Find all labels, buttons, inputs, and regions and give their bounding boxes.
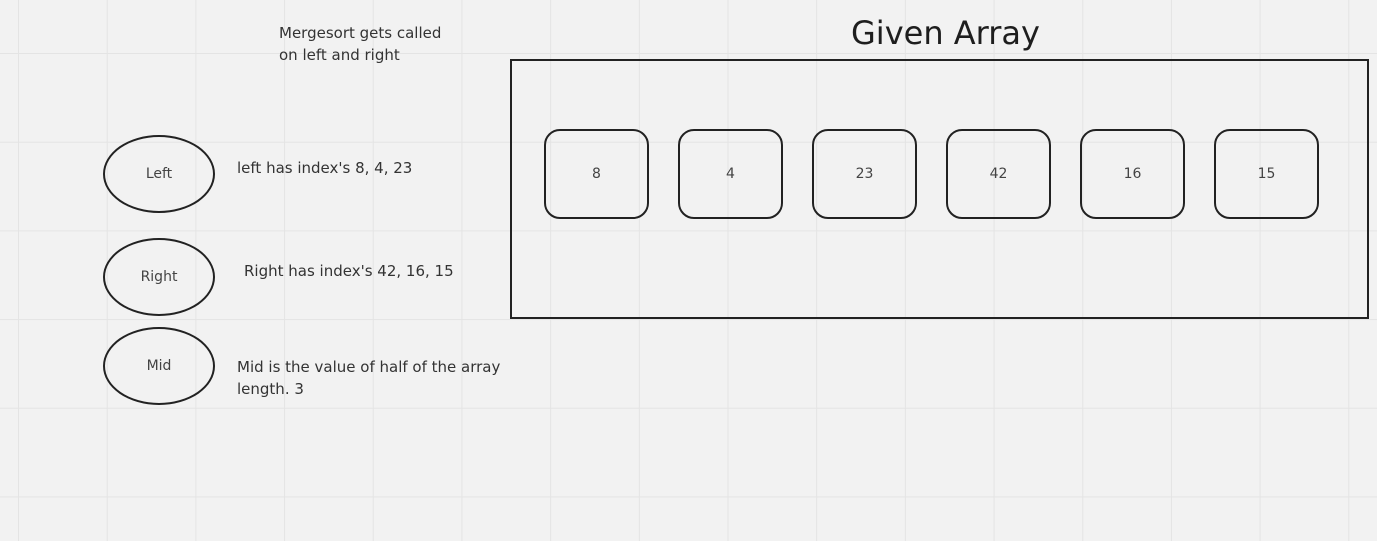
left-ellipse: Left (103, 135, 215, 213)
array-title: Given Array (851, 14, 1040, 52)
array-cell-0: 8 (544, 129, 649, 219)
left-label: Left (145, 166, 173, 182)
array-cell-4: 16 (1080, 129, 1185, 219)
array-cell-1: 4 (678, 129, 783, 219)
array-cell-3: 42 (946, 129, 1051, 219)
left-note: left has index's 8, 4, 23 (237, 159, 413, 177)
right-label: Right (140, 269, 178, 285)
right-ellipse: Right (103, 238, 215, 316)
mid-label: Mid (146, 358, 172, 374)
array-cell-5: 15 (1214, 129, 1319, 219)
array-cell-2: 23 (812, 129, 917, 219)
mid-ellipse: Mid (103, 327, 215, 405)
right-note: Right has index's 42, 16, 15 (244, 262, 454, 280)
array-frame (510, 59, 1369, 319)
mergesort-note: Mergesort gets called on left and right (279, 24, 442, 64)
mid-note: Mid is the value of half of the array le… (237, 358, 501, 398)
